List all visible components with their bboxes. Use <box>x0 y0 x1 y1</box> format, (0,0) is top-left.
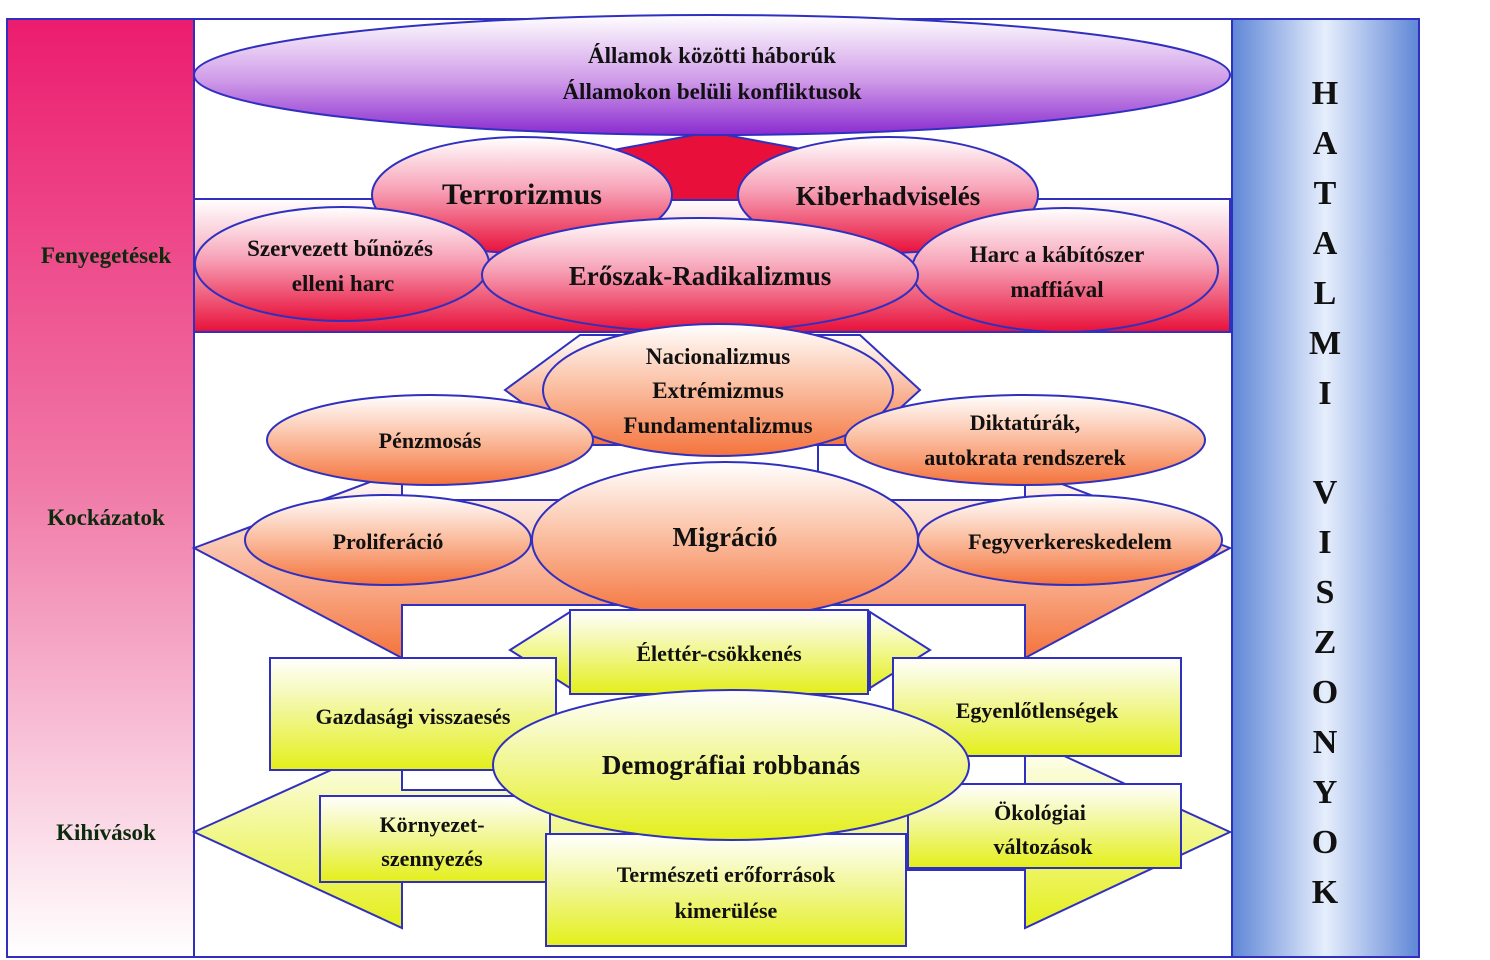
vertical-letter: Z <box>1314 624 1337 661</box>
wars-line1: Államok közötti háborúk <box>588 43 836 68</box>
ideology-line2: Extrémizmus <box>652 378 784 403</box>
left-column <box>6 18 195 958</box>
money-laundering-label: Pénzmosás <box>379 428 482 453</box>
vertical-letter: I <box>1318 375 1331 412</box>
pollution-line2: szennyezés <box>381 846 483 871</box>
living-space-label: Élettér-csökkenés <box>636 641 802 666</box>
resources-box <box>545 833 907 947</box>
drug-line1: Harc a kábítószer <box>970 242 1145 267</box>
vertical-letter: V <box>1313 474 1338 511</box>
vertical-letter: H <box>1312 75 1338 112</box>
demographic-ellipse <box>492 689 970 841</box>
resources-line1: Természeti erőforrások <box>617 862 836 887</box>
vertical-letter: K <box>1312 874 1339 911</box>
vertical-letter: N <box>1313 724 1338 761</box>
arms-trade-label: Fegyverkereskedelem <box>968 529 1172 554</box>
ecological-box <box>907 783 1182 869</box>
proliferation-label: Proliferáció <box>333 529 444 554</box>
money-laundering-ellipse <box>266 394 594 486</box>
vertical-letter: O <box>1312 674 1338 711</box>
pollution-box <box>319 795 551 883</box>
wars-line2: Államokon belüli konfliktusok <box>562 79 861 104</box>
ecological-line1: Ökológiai <box>994 800 1086 825</box>
vertical-letter: M <box>1309 325 1341 362</box>
drug-ellipse <box>911 207 1219 333</box>
vertical-letter: Y <box>1313 774 1338 811</box>
challenges-side-label: Kihívások <box>56 820 156 845</box>
ideology-line3: Fundamentalizmus <box>623 413 812 438</box>
threats-side-label: Fenyegetések <box>41 243 171 268</box>
right-column <box>1231 18 1420 958</box>
economic-label: Gazdasági visszaesés <box>316 704 511 729</box>
dictatorship-line1: Diktatúrák, <box>970 410 1081 435</box>
demographic-label: Demográfiai robbanás <box>602 750 860 780</box>
vertical-letter: T <box>1314 175 1337 212</box>
cyber-label: Kiberhadviselés <box>796 181 981 211</box>
organized-crime-ellipse <box>194 206 490 322</box>
inequality-label: Egyenlőtlenségek <box>956 698 1119 723</box>
living-space-box <box>569 609 869 695</box>
vertical-letter: I <box>1318 524 1331 561</box>
ideology-ellipse <box>542 323 894 457</box>
migration-label: Migráció <box>673 522 778 552</box>
vertical-letter: A <box>1313 125 1338 162</box>
vertical-letter: L <box>1314 275 1337 312</box>
risks-side-label: Kockázatok <box>47 505 165 530</box>
organized-crime-line2: elleni harc <box>292 271 394 296</box>
ideology-line1: Nacionalizmus <box>646 344 790 369</box>
pollution-line1: Környezet- <box>379 812 484 837</box>
wars-ellipse <box>193 14 1231 136</box>
vertical-letter: O <box>1312 824 1338 861</box>
ecological-line2: változások <box>994 834 1094 859</box>
drug-line2: maffiával <box>1010 277 1103 302</box>
vertical-letter: A <box>1313 225 1338 262</box>
violence-label: Erőszak-Radikalizmus <box>569 261 832 291</box>
organized-crime-line1: Szervezett bűnözés <box>247 236 433 261</box>
vertical-letter: S <box>1316 574 1335 611</box>
dictatorship-line2: autokrata rendszerek <box>924 445 1126 470</box>
terrorism-label: Terrorizmus <box>442 178 602 211</box>
dictatorship-ellipse <box>844 394 1206 486</box>
resources-line2: kimerülése <box>675 898 778 923</box>
